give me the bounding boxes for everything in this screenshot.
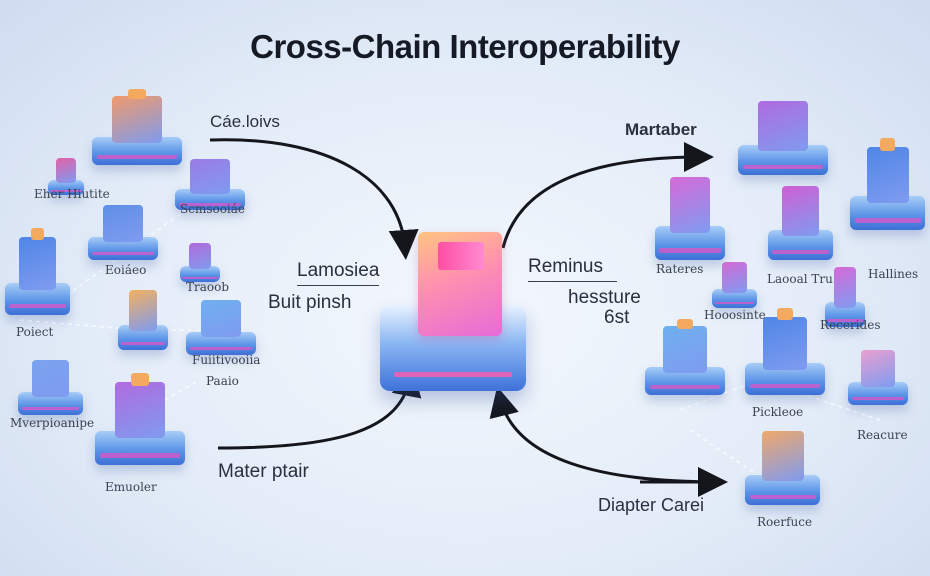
isometric-block-icon bbox=[738, 95, 828, 175]
node-label: Eher Hiutite bbox=[34, 187, 110, 201]
isometric-block-icon bbox=[175, 155, 245, 210]
node-label: Laooal Tru bbox=[767, 272, 833, 286]
label-right-sub: hessture bbox=[568, 287, 641, 308]
isometric-block-icon bbox=[186, 295, 256, 355]
label-bottom-right-arrow: Diapter Carei bbox=[598, 495, 705, 515]
isometric-block-icon bbox=[768, 180, 833, 260]
diagram-title: Cross-Chain Interoperability bbox=[250, 28, 680, 65]
label-left-heading: Lamosiea bbox=[297, 260, 380, 286]
node-label: Recerides bbox=[820, 318, 881, 332]
node-label: Eoiáeo bbox=[105, 263, 147, 277]
node-label: Rateres bbox=[656, 262, 704, 276]
arrow-top-right bbox=[501, 142, 714, 249]
node-label: Scmsooiáe bbox=[180, 202, 246, 216]
label-left-sub: Buit pinsh bbox=[268, 292, 352, 313]
isometric-block-icon bbox=[48, 155, 84, 195]
isometric-block-icon bbox=[645, 318, 725, 395]
isometric-block-icon bbox=[825, 262, 865, 327]
isometric-block-icon bbox=[745, 308, 825, 395]
node-label: Pickleoe bbox=[752, 405, 804, 419]
arrow-bottom-left bbox=[217, 366, 422, 450]
node-label: Emuoler bbox=[105, 480, 157, 494]
isometric-block-icon bbox=[18, 355, 83, 415]
label-right-sub2: 6st bbox=[604, 307, 630, 328]
node-label: Poiect bbox=[16, 325, 54, 339]
isometric-block-icon bbox=[92, 88, 182, 165]
isometric-block-icon bbox=[88, 200, 158, 260]
isometric-block-icon bbox=[95, 373, 185, 465]
isometric-block-icon bbox=[850, 138, 925, 230]
node-label: Reacure bbox=[857, 428, 908, 442]
node-label: Roerfuce bbox=[757, 515, 813, 529]
central-bridge-box bbox=[418, 232, 502, 336]
isometric-block-icon bbox=[712, 258, 757, 308]
arrow-bottom-right bbox=[489, 386, 721, 484]
node-label: Paaio bbox=[206, 374, 239, 388]
arrow-top-left bbox=[209, 138, 419, 260]
node-label: Traoob bbox=[186, 280, 230, 294]
isometric-block-icon bbox=[180, 240, 220, 282]
label-right-heading: Reminus bbox=[528, 256, 617, 282]
isometric-block-icon bbox=[655, 170, 725, 260]
isometric-block-icon bbox=[5, 228, 70, 315]
isometric-block-icon bbox=[745, 425, 820, 505]
isometric-block-icon bbox=[848, 345, 908, 405]
label-bottom-left-arrow: Mater ptair bbox=[218, 461, 309, 482]
isometric-block-icon bbox=[118, 285, 168, 350]
label-top-left-arrow: Cáe.loivs bbox=[210, 112, 280, 131]
label-top-right-arrow: Martaber bbox=[625, 120, 697, 139]
node-label: Hallines bbox=[868, 267, 919, 281]
node-label: Mverpioanipe bbox=[10, 416, 95, 430]
node-label: Fuiitivooiia bbox=[192, 353, 261, 367]
node-label: Hooosinte bbox=[704, 308, 766, 322]
